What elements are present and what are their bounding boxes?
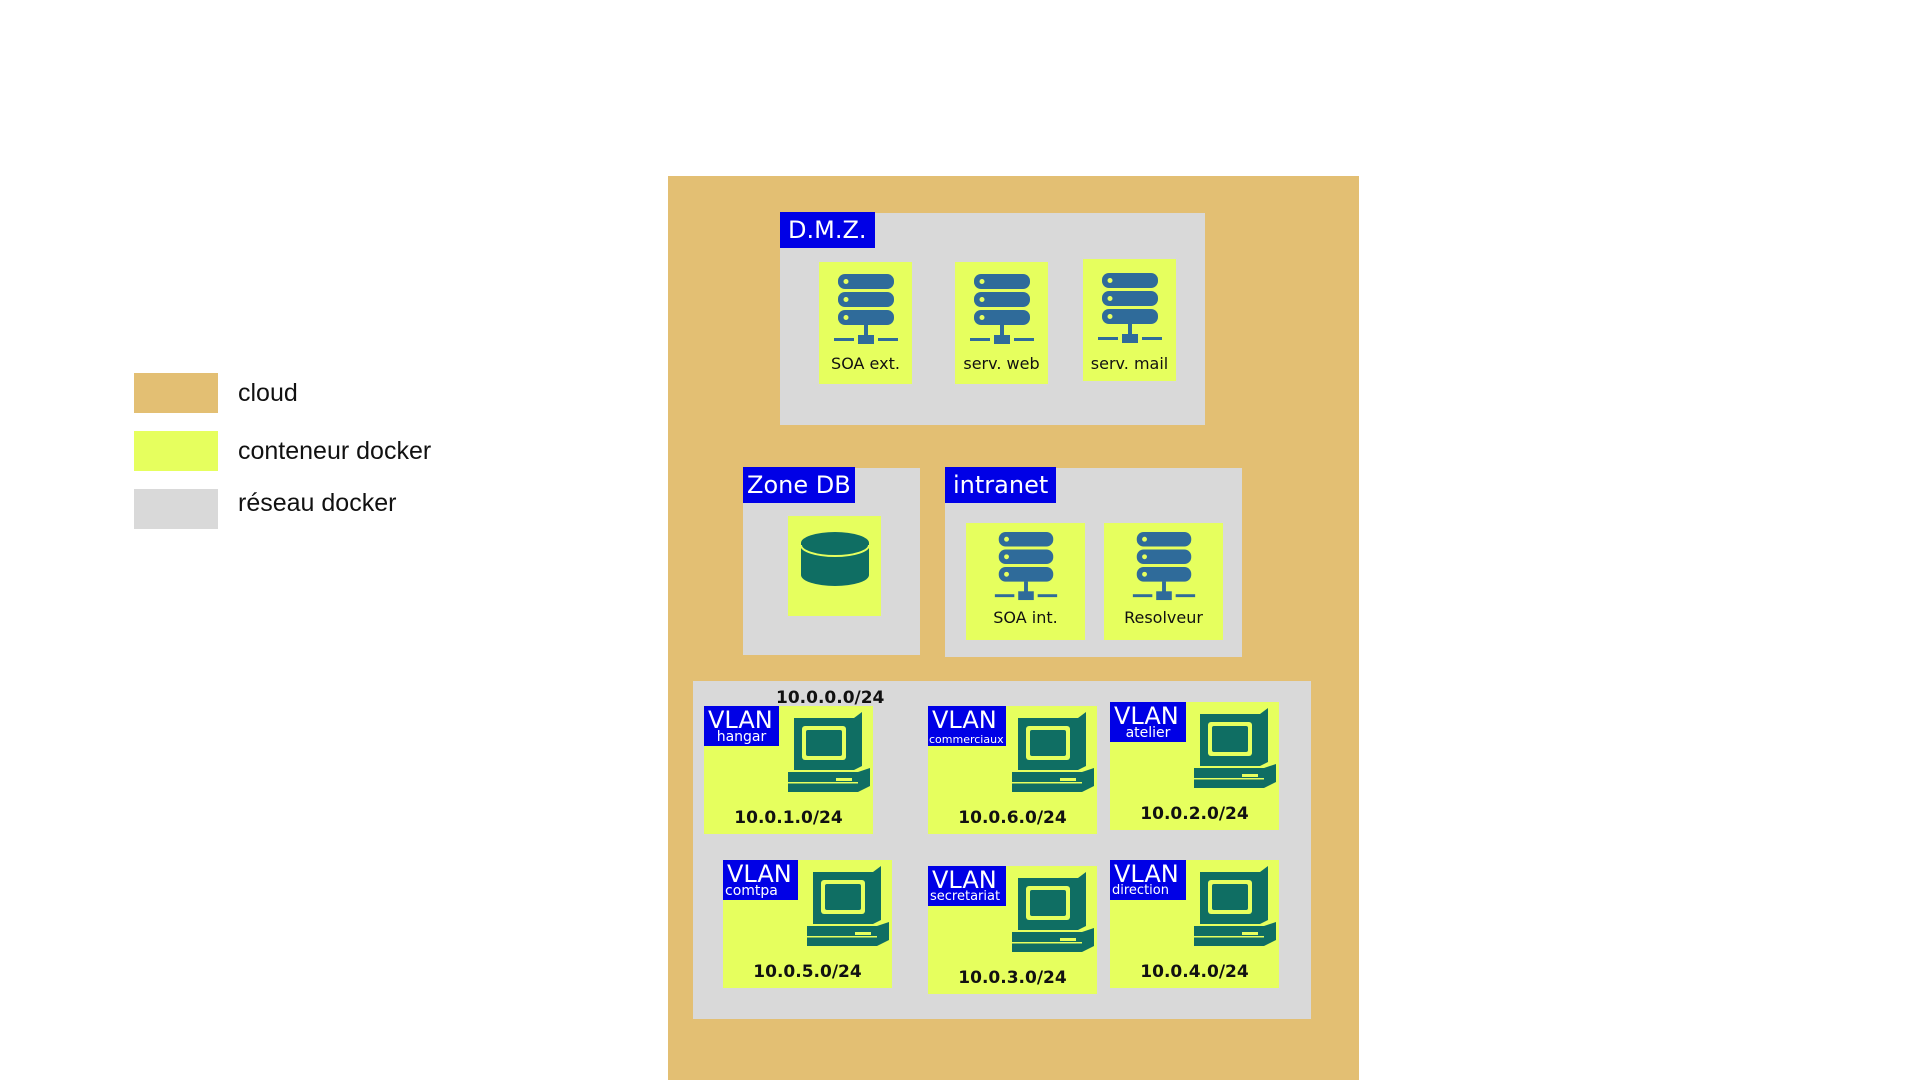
vlan-word: VLAN (1114, 702, 1179, 730)
service-soa-int: SOA int. (966, 523, 1085, 640)
legend-label-container: conteneur docker (238, 437, 432, 465)
vlan-atelier: VLAN atelier 10.0.2.0/24 (1110, 702, 1279, 830)
service-label: serv. web (963, 354, 1040, 373)
vlan-word: VLAN (708, 706, 773, 734)
server-icon (994, 531, 1058, 601)
legend-swatch-container (134, 431, 218, 471)
server-icon (970, 274, 1034, 344)
dmz-title: D.M.Z. (780, 212, 875, 248)
service-resolveur: Resolveur (1104, 523, 1223, 640)
db-title: Zone DB (743, 467, 855, 503)
vlan-tag: VLAN direction (1110, 860, 1186, 900)
computer-icon (1012, 712, 1094, 792)
vlan-name: comtpa (725, 883, 778, 899)
vlan-tag: VLAN commerciaux (928, 706, 1006, 746)
vlan-tag: VLAN hangar (704, 706, 779, 746)
vlan-direction: VLAN direction 10.0.4.0/24 (1110, 860, 1279, 988)
legend-swatch-cloud (134, 373, 218, 413)
database-icon (800, 532, 870, 586)
vlan-word: VLAN (727, 860, 792, 888)
vlan-commerciaux: VLAN commerciaux 10.0.6.0/24 (928, 706, 1097, 834)
service-mail: serv. mail (1083, 259, 1176, 381)
service-label: Resolveur (1124, 608, 1203, 627)
vlan-tag: VLAN secretariat (928, 866, 1006, 906)
computer-icon (788, 712, 870, 792)
vlan-subnet: 10.0.6.0/24 (958, 808, 1067, 828)
vlan-subnet: 10.0.1.0/24 (734, 808, 843, 828)
vlan-name: commerciaux (929, 733, 1004, 746)
vlan-name: hangar (716, 729, 767, 745)
vlan-tag: VLAN atelier (1110, 702, 1186, 742)
service-label: serv. mail (1090, 354, 1169, 373)
vlan-word: VLAN (932, 866, 997, 894)
legend-label-network: réseau docker (238, 489, 397, 517)
service-label: SOA int. (993, 608, 1058, 627)
vlan-name: secretariat (930, 889, 1001, 904)
db-container (788, 516, 881, 616)
server-icon (834, 274, 898, 344)
vlan-subnet: 10.0.2.0/24 (1140, 804, 1249, 824)
computer-icon (807, 866, 889, 946)
computer-icon (1194, 866, 1276, 946)
vlan-tag: VLAN comtpa (723, 860, 798, 900)
vlan-comtpa: VLAN comtpa 10.0.5.0/24 (723, 860, 892, 988)
intranet-title: intranet (945, 467, 1057, 503)
vlan-name: direction (1112, 883, 1169, 898)
service-soa-ext: SOA ext. (819, 262, 912, 384)
vlan-subnet: 10.0.5.0/24 (753, 962, 862, 982)
legend-label-cloud: cloud (238, 379, 298, 407)
service-label: SOA ext. (831, 354, 900, 373)
server-icon (1098, 273, 1162, 343)
computer-icon (1194, 708, 1276, 788)
vlan-word: VLAN (1114, 860, 1179, 888)
vlan-secretariat: VLAN secretariat 10.0.3.0/24 (928, 866, 1097, 994)
vlan-hangar: VLAN hangar 10.0.1.0/24 (704, 706, 873, 834)
vlan-subnet: 10.0.3.0/24 (958, 968, 1067, 988)
service-web: serv. web (955, 262, 1048, 384)
vlan-subnet: 10.0.4.0/24 (1140, 962, 1249, 982)
vlan-name: atelier (1125, 725, 1171, 741)
legend-swatch-network (134, 489, 218, 529)
vlan-word: VLAN (932, 706, 997, 734)
server-icon (1132, 531, 1196, 601)
computer-icon (1012, 872, 1094, 952)
lan-network-address: 10.0.0.0/24 (776, 688, 885, 708)
